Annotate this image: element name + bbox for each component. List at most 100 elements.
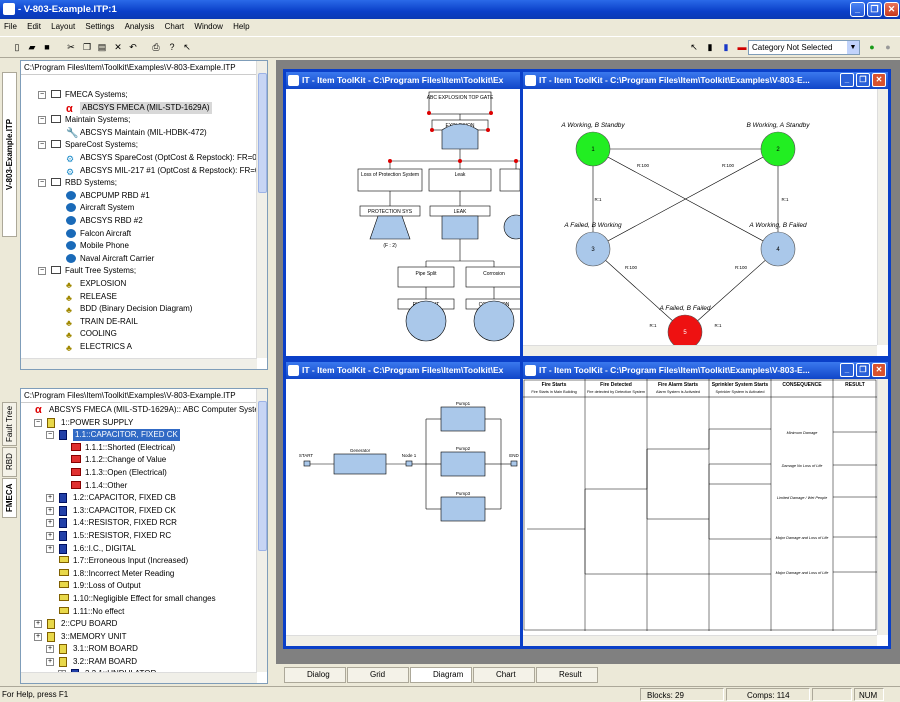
fmeca-tree-hscrollbar[interactable] <box>21 672 257 683</box>
tree-item[interactable]: −FMECA Systems; <box>21 89 257 102</box>
category-select[interactable]: Category Not Selected ▼ <box>748 40 860 55</box>
tree-item[interactable]: 🔧ABCSYS Maintain (MIL-HDBK-472) <box>66 127 207 139</box>
tab-fault-tree[interactable]: Fault Tree <box>2 402 17 446</box>
tree-item[interactable]: ♣BDD (Binary Decision Diagram) <box>66 304 193 316</box>
expander-icon[interactable]: − <box>38 141 46 150</box>
expander-icon[interactable]: + <box>46 657 54 666</box>
note-red-icon[interactable]: ▬ <box>737 42 747 52</box>
tree-item[interactable]: 1.10::Negligible Effect for small change… <box>21 593 257 606</box>
tree-item[interactable]: ♣TRAIN DE-RAIL <box>66 316 138 328</box>
menu-settings[interactable]: Settings <box>85 22 115 31</box>
chevron-down-icon[interactable]: ▼ <box>847 41 859 54</box>
context-help-icon[interactable]: ↖ <box>183 42 191 52</box>
menu-window[interactable]: Window <box>194 22 223 31</box>
tab-result[interactable]: Result <box>536 667 598 683</box>
tree-item[interactable]: 1.1.3::Open (Electrical) <box>21 467 257 480</box>
markov-hscrollbar[interactable] <box>523 345 877 356</box>
maximize-button[interactable]: ❐ <box>867 2 882 17</box>
tree-item[interactable]: ♣ELECTRICS A <box>66 341 133 353</box>
menu-help[interactable]: Help <box>233 22 250 31</box>
close-button[interactable]: ✕ <box>884 2 899 17</box>
event-tree-window-titlebar[interactable]: IT - Item ToolKit - C:\Program Files\Ite… <box>523 362 888 379</box>
expander-icon[interactable]: + <box>34 632 42 641</box>
expander-icon[interactable]: − <box>38 267 46 276</box>
project-tree-scrollbar[interactable] <box>256 61 267 358</box>
tree-item[interactable]: +1.2::CAPACITOR, FIXED CB <box>21 492 257 505</box>
app-icon[interactable] <box>3 3 15 15</box>
minimize-button[interactable]: _ <box>850 2 865 17</box>
markov-maximize-button[interactable]: ❐ <box>856 73 870 87</box>
expander-icon[interactable]: + <box>46 494 54 503</box>
tree-item[interactable]: +3.2.1::UNDULATOR <box>21 668 257 672</box>
menu-analysis[interactable]: Analysis <box>124 22 155 31</box>
expander-icon[interactable]: + <box>46 531 54 540</box>
tree-item[interactable]: ABCSYS RBD #2 <box>21 215 257 228</box>
tree-item[interactable]: ♣RELEASE <box>66 291 117 303</box>
tree-item[interactable]: +3.2::RAM BOARD <box>21 656 257 669</box>
project-tree-hscrollbar[interactable] <box>21 358 257 369</box>
tree-item[interactable]: 1.1.4::Other <box>21 480 257 493</box>
rbd-window-titlebar[interactable]: IT - Item ToolKit - C:\Program Files\Ite… <box>286 362 520 379</box>
tab-grid[interactable]: Grid <box>347 667 409 683</box>
tree-item[interactable]: 1.1.2::Change of Value <box>21 454 257 467</box>
pointer-icon[interactable]: ↖ <box>690 42 698 52</box>
tree-item[interactable]: −Maintain Systems; <box>21 114 257 127</box>
tree-item[interactable]: Aircraft System <box>21 202 257 215</box>
tree-item[interactable]: ⚙ABCSYS MIL-217 #1 (OptCost & Repstock):… <box>21 165 257 178</box>
cut-icon[interactable]: ✂ <box>67 42 75 52</box>
tab-fmeca[interactable]: FMECA <box>2 478 17 518</box>
paste-icon[interactable]: ▤ <box>97 42 107 52</box>
tree-item[interactable]: +1.5::RESISTOR, FIXED RC <box>21 530 257 543</box>
tree-item[interactable]: −1::POWER SUPPLY <box>21 417 257 430</box>
tab-diagram[interactable]: Diagram <box>410 667 472 683</box>
note-yellow-icon[interactable]: ▮ <box>707 42 713 52</box>
et-minimize-button[interactable]: _ <box>840 363 854 377</box>
et-scrollbar[interactable] <box>877 379 888 635</box>
rbd-hscrollbar[interactable] <box>286 635 520 646</box>
expander-icon[interactable]: − <box>38 91 46 99</box>
fault-tree-window-titlebar[interactable]: IT - Item ToolKit - C:\Program Files\Ite… <box>286 72 520 89</box>
menu-file[interactable]: File <box>4 22 17 31</box>
tree-item[interactable]: −SpareCost Systems; <box>21 139 257 152</box>
tab-project-file[interactable]: V-803-Example.ITP <box>2 72 17 237</box>
expander-icon[interactable]: − <box>34 418 42 427</box>
markov-window-titlebar[interactable]: IT - Item ToolKit - C:\Program Files\Ite… <box>523 72 888 89</box>
tree-item[interactable]: Naval Aircraft Carrier <box>21 253 257 266</box>
undo-icon[interactable]: ↶ <box>129 42 137 52</box>
tree-item[interactable]: 1.7::Erroneous Input (Increased) <box>21 555 257 568</box>
copy-icon[interactable]: ❐ <box>82 42 92 52</box>
tree-item[interactable]: +1.3::CAPACITOR, FIXED CK <box>21 505 257 518</box>
tree-item[interactable]: −RBD Systems; <box>21 177 257 190</box>
menu-chart[interactable]: Chart <box>164 22 185 31</box>
tree-item[interactable]: ♣COOLING <box>66 329 117 341</box>
tab-rbd[interactable]: RBD <box>2 447 17 477</box>
expander-icon[interactable]: + <box>46 544 54 553</box>
help-icon[interactable]: ? <box>169 42 175 52</box>
markov-scrollbar[interactable] <box>877 89 888 345</box>
markov-minimize-button[interactable]: _ <box>840 73 854 87</box>
expander-icon[interactable]: + <box>34 620 42 629</box>
menu-layout[interactable]: Layout <box>51 22 76 31</box>
et-close-button[interactable]: ✕ <box>872 363 886 377</box>
expander-icon[interactable]: − <box>38 179 46 188</box>
tree-item[interactable]: +3::MEMORY UNIT <box>21 631 257 644</box>
expander-icon[interactable]: + <box>46 645 54 654</box>
fmeca-tree-scrollbar[interactable] <box>256 389 267 672</box>
expander-icon[interactable]: − <box>38 116 46 125</box>
tree-item[interactable]: 1.8::Incorrect Meter Reading <box>21 568 257 581</box>
expander-icon[interactable]: − <box>46 431 54 440</box>
expander-icon[interactable]: + <box>46 519 54 528</box>
tree-item[interactable]: ABCPUMP RBD #1 <box>21 190 257 203</box>
new-icon[interactable]: ▯ <box>14 42 20 52</box>
tree-item[interactable]: Falcon Aircraft <box>21 228 257 241</box>
expander-icon[interactable]: + <box>46 506 54 515</box>
et-hscrollbar[interactable] <box>523 635 877 646</box>
tree-item[interactable]: 1.11::No effect <box>21 606 257 619</box>
tree-item[interactable]: ♣EXPLOSION <box>66 278 127 290</box>
tree-item[interactable]: −Fault Tree Systems; <box>21 265 257 278</box>
menu-edit[interactable]: Edit <box>27 22 41 31</box>
go-icon[interactable]: ● <box>869 42 875 52</box>
tree-item[interactable]: Mobile Phone <box>21 240 257 253</box>
